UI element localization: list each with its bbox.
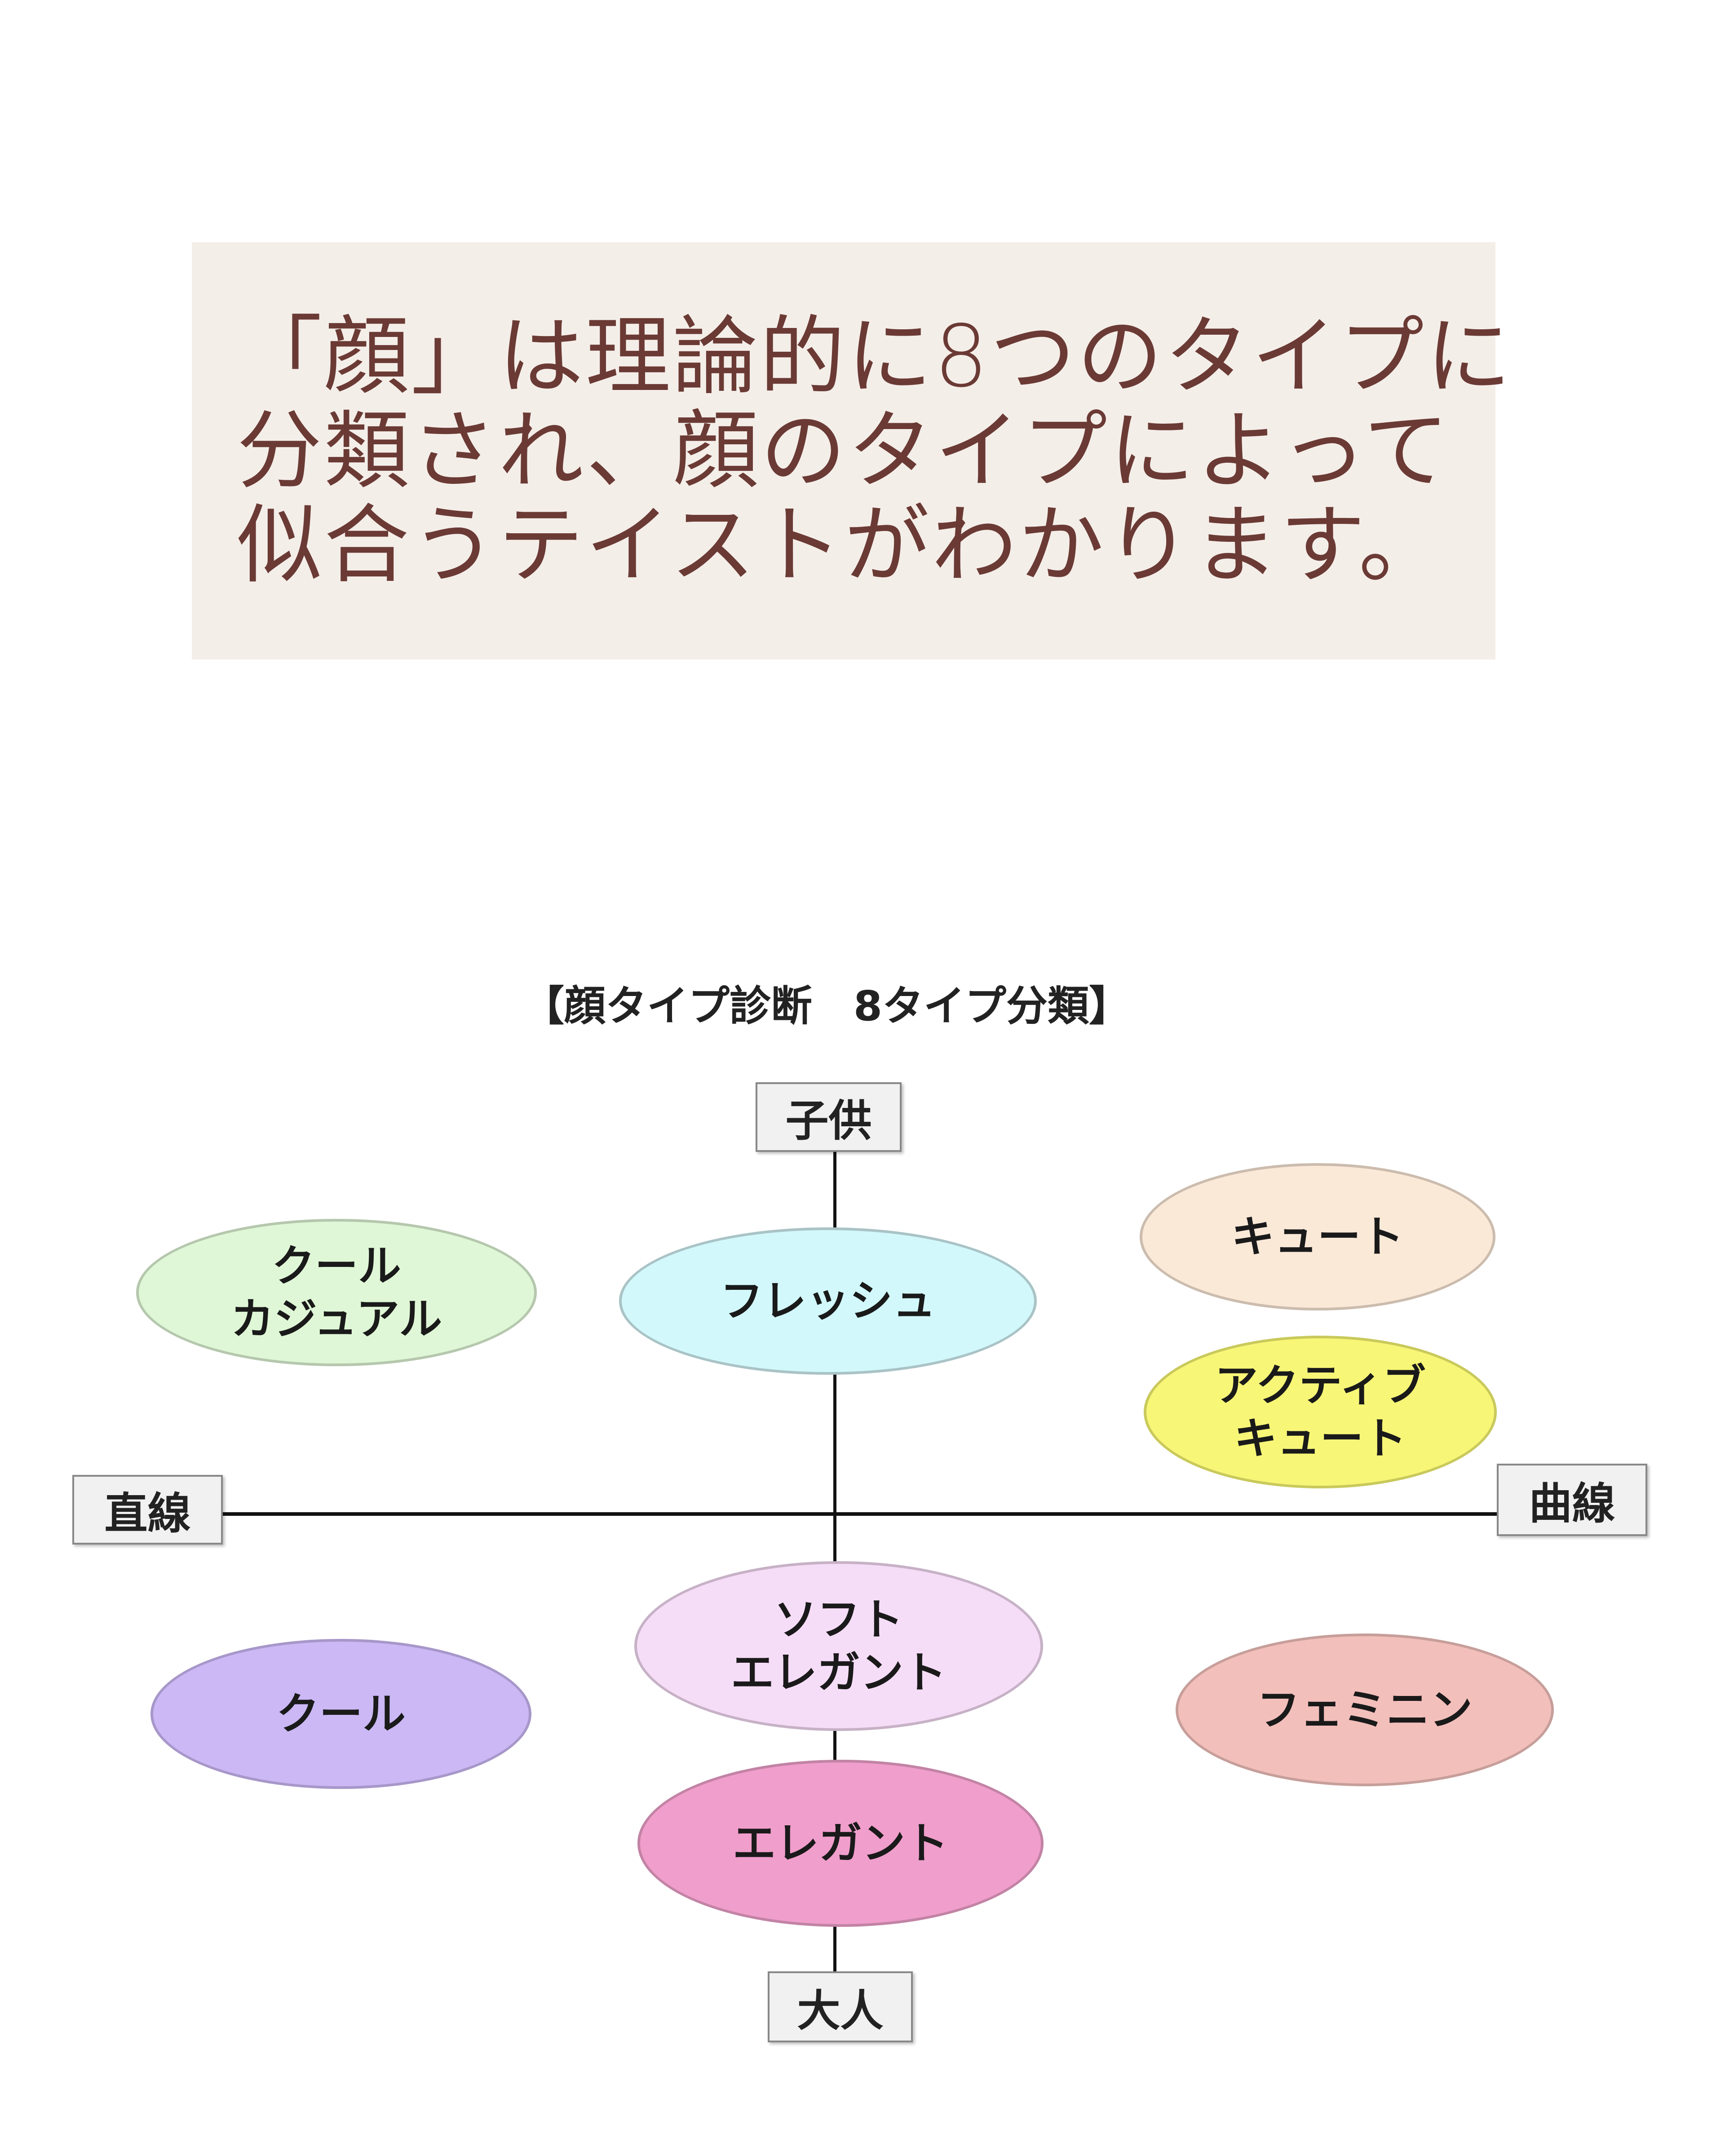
- intro-text-box: 「顔」は理論的に8つのタイプに 分類され、顔のタイプによって 似合うテイストがわ…: [192, 242, 1513, 660]
- axis-label-child: 子供: [756, 1082, 902, 1152]
- axis-label-curve: 曲線: [1497, 1464, 1647, 1536]
- intro-line-1: 「顔」は理論的に8つのタイプに: [237, 307, 1513, 406]
- type-cool: クール: [150, 1639, 531, 1789]
- axis-label-adult: 大人: [768, 1971, 913, 2042]
- intro-line-2: 分類され、顔のタイプによって: [237, 401, 1451, 500]
- diagram-title: 【顔タイプ診断 8タイプ分類】: [522, 982, 1130, 1030]
- type-feminine: フェミニン: [1176, 1634, 1554, 1786]
- type-soft-elegant: ソフト エレガント: [634, 1561, 1043, 1731]
- axis-label-straight: 直線: [72, 1475, 223, 1545]
- type-fresh: フレッシュ: [619, 1227, 1037, 1375]
- horizontal-axis-line: [223, 1512, 1497, 1516]
- type-elegant: エレガント: [637, 1760, 1044, 1927]
- intro-line-3: 似合うテイストがわかります。: [237, 496, 1446, 595]
- type-cute: キュート: [1140, 1163, 1495, 1310]
- type-cool-casual: クール カジュアル: [136, 1219, 537, 1366]
- type-active-cute: アクティブ キュート: [1144, 1336, 1497, 1488]
